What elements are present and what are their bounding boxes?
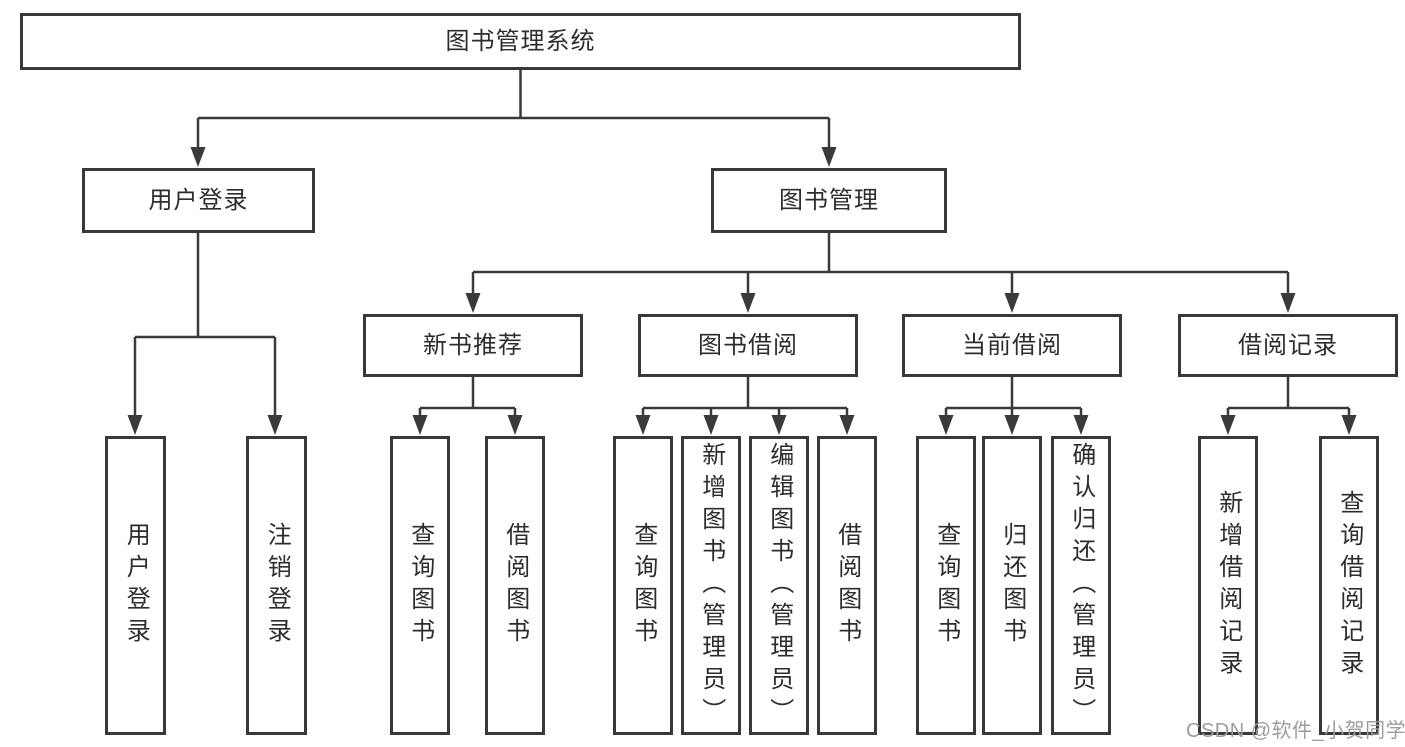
arrow-down-icon bbox=[771, 415, 787, 435]
node-label: 用户登录 bbox=[148, 186, 249, 214]
arrow-down-icon bbox=[267, 415, 283, 435]
node-book-management: 图书管理 bbox=[711, 168, 947, 233]
arrow-down-icon bbox=[507, 415, 523, 435]
node-label: 归还图书 bbox=[998, 521, 1026, 650]
node-label: 查询图书 bbox=[932, 521, 960, 650]
node-book-borrow: 图书借阅 bbox=[638, 314, 858, 377]
node-label: 借阅图书 bbox=[833, 521, 861, 650]
arrow-down-icon bbox=[190, 147, 206, 167]
node-new-book-recommend: 新书推荐 bbox=[363, 314, 583, 377]
node-leaf-current-query: 查询图书 bbox=[916, 436, 976, 735]
node-label: 图书管理 bbox=[779, 186, 879, 214]
arrow-down-icon bbox=[1004, 415, 1020, 435]
watermark: CSDN @软件_小贺同学 bbox=[1186, 720, 1405, 742]
arrow-down-icon bbox=[1220, 415, 1236, 435]
node-label: 新增图书（管理员） bbox=[697, 441, 725, 730]
arrow-down-icon bbox=[465, 293, 481, 313]
node-leaf-user-login: 用户登录 bbox=[105, 436, 166, 735]
node-label: 新增借阅记录 bbox=[1214, 489, 1242, 682]
node-leaf-borrow-book: 借阅图书 bbox=[817, 436, 877, 735]
connector-bookmgmt-to-level3 bbox=[471, 233, 1290, 298]
node-leaf-borrow-add-admin: 新增图书（管理员） bbox=[681, 436, 741, 735]
node-leaf-logout: 注销登录 bbox=[246, 436, 307, 735]
connector-newbook-to-leaves bbox=[418, 377, 517, 420]
arrow-down-icon bbox=[127, 415, 143, 435]
node-leaf-record-add: 新增借阅记录 bbox=[1198, 436, 1258, 735]
node-label: 查询借阅记录 bbox=[1335, 489, 1363, 682]
node-leaf-newbook-borrow: 借阅图书 bbox=[485, 436, 545, 735]
node-label: 当前借阅 bbox=[962, 331, 1062, 359]
node-leaf-borrow-edit-admin: 编辑图书（管理员） bbox=[749, 436, 809, 735]
connector-bookborrow-to-leaves bbox=[641, 377, 849, 420]
node-label: 图书管理系统 bbox=[445, 27, 596, 55]
arrow-down-icon bbox=[1280, 293, 1296, 313]
node-label: 查询图书 bbox=[629, 521, 657, 650]
arrow-down-icon bbox=[938, 415, 954, 435]
node-leaf-current-return: 归还图书 bbox=[982, 436, 1042, 735]
arrow-down-icon bbox=[740, 293, 756, 313]
arrow-down-icon bbox=[703, 415, 719, 435]
arrow-down-icon bbox=[412, 415, 428, 435]
arrow-down-icon bbox=[1073, 415, 1089, 435]
node-label: 图书借阅 bbox=[698, 331, 798, 359]
node-borrow-record: 借阅记录 bbox=[1178, 314, 1398, 377]
node-current-borrow: 当前借阅 bbox=[902, 314, 1122, 377]
node-user-login: 用户登录 bbox=[82, 168, 315, 233]
node-leaf-borrow-query: 查询图书 bbox=[613, 436, 673, 735]
node-label: 编辑图书（管理员） bbox=[765, 441, 793, 730]
node-leaf-newbook-query: 查询图书 bbox=[390, 436, 450, 735]
arrowheads bbox=[127, 147, 1357, 435]
node-label: 用户登录 bbox=[122, 521, 150, 650]
arrow-down-icon bbox=[821, 147, 837, 167]
connector-userlogin-to-leaves bbox=[133, 233, 277, 420]
connector-currentborrow-to-leaves bbox=[944, 377, 1083, 420]
node-root-system: 图书管理系统 bbox=[20, 13, 1021, 70]
node-leaf-current-confirm-admin: 确认归还（管理员） bbox=[1051, 436, 1111, 735]
node-label: 新书推荐 bbox=[423, 331, 523, 359]
connector-borrowrecord-to-leaves bbox=[1226, 377, 1351, 420]
arrow-down-icon bbox=[1341, 415, 1357, 435]
connector-root-to-level2 bbox=[196, 69, 831, 152]
node-label: 注销登录 bbox=[263, 521, 291, 650]
node-label: 借阅图书 bbox=[501, 521, 529, 650]
node-label: 确认归还（管理员） bbox=[1067, 441, 1095, 730]
node-label: 借阅记录 bbox=[1238, 331, 1338, 359]
arrow-down-icon bbox=[635, 415, 651, 435]
arrow-down-icon bbox=[1004, 293, 1020, 313]
node-leaf-record-query: 查询借阅记录 bbox=[1319, 436, 1379, 735]
arrow-down-icon bbox=[839, 415, 855, 435]
node-label: 查询图书 bbox=[406, 521, 434, 650]
